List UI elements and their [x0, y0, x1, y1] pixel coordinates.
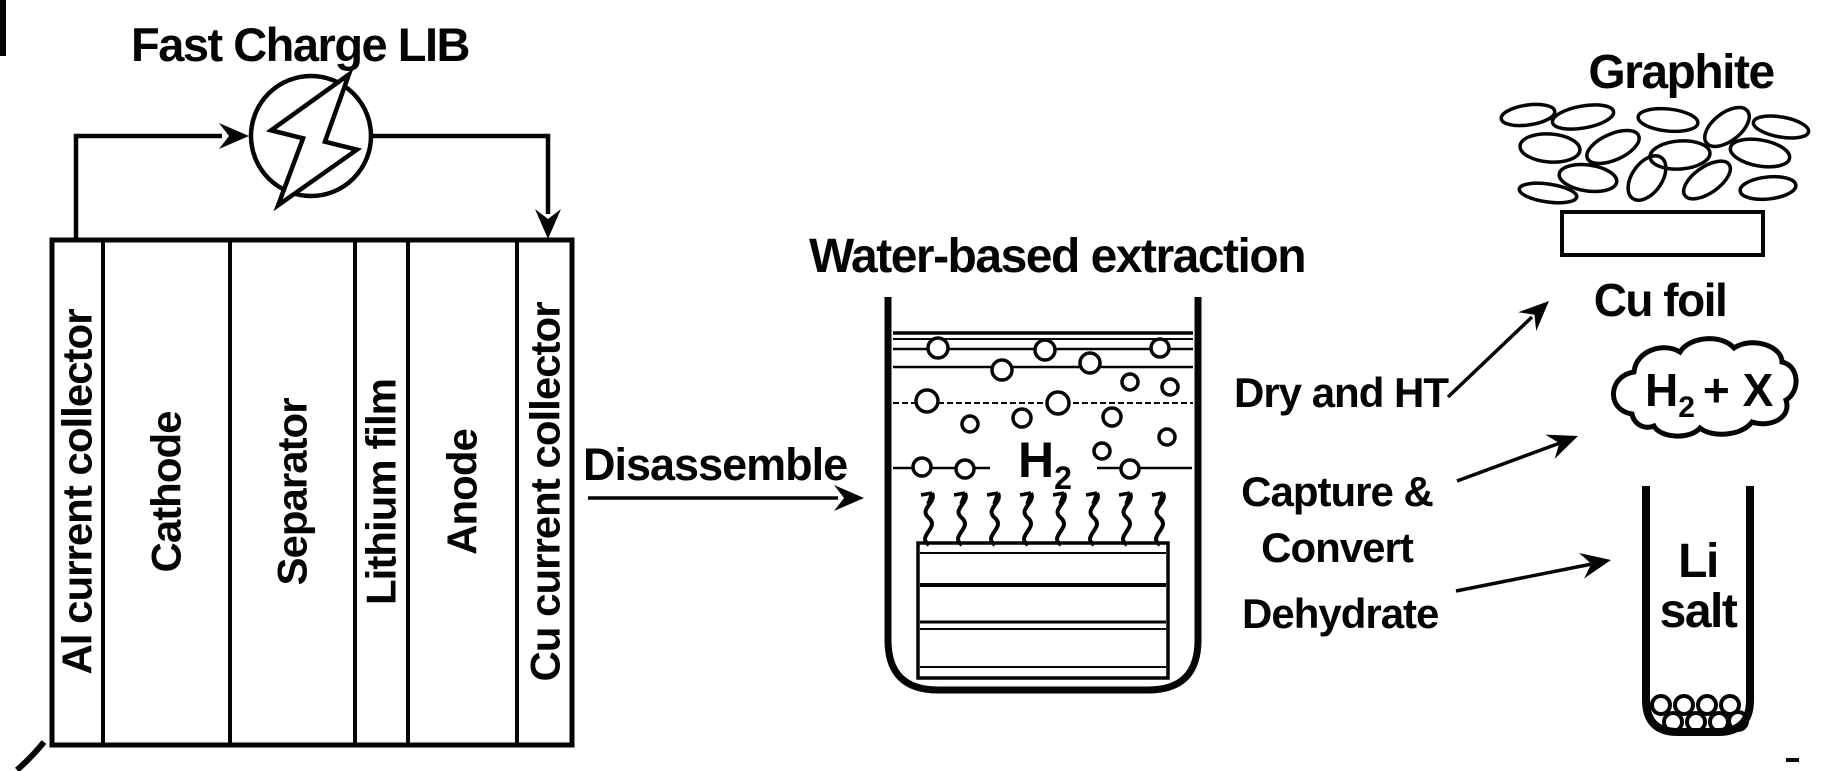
scan-edge-artifact [0, 0, 6, 56]
electrode-block [916, 541, 1170, 680]
h2x-formula: H2+ X [1645, 364, 1774, 424]
disassemble-step: Disassemble [583, 439, 864, 511]
capture-label: Capture & [1241, 468, 1433, 515]
circuit-wire-right [371, 133, 551, 214]
dehydrate-label: Dehydrate [1242, 590, 1438, 637]
arrowhead [219, 123, 249, 149]
charge-circuit [73, 68, 561, 240]
disassemble-label: Disassemble [583, 439, 847, 490]
dry-arrow-line [1446, 315, 1534, 399]
lightning-bolt-icon [265, 68, 363, 212]
h2-gas-label: H2 [1018, 432, 1072, 496]
layer-label-cu-collector: Cu current collector [522, 302, 569, 682]
salt-particles [1650, 694, 1749, 733]
dry-ht-label: Dry and HT [1234, 369, 1449, 416]
gas-squiggle-arrows [919, 491, 1166, 547]
page-crop-mark [15, 740, 47, 771]
layer-label-al-collector: Al current collector [54, 309, 101, 675]
battery-stack: Fast Charge LIB Al current collector Cat… [49, 18, 575, 748]
layer-label-cathode: Cathode [143, 412, 190, 573]
li-label: Li [1678, 535, 1718, 588]
arrowhead [1579, 547, 1614, 579]
graphite-flakes [1499, 102, 1811, 205]
capture-arrow-line [1456, 441, 1561, 483]
beaker-outline [884, 297, 1202, 694]
layer-label-separator: Separator [269, 398, 316, 586]
convert-label: Convert [1261, 524, 1414, 571]
graphite-label: Graphite [1588, 46, 1774, 99]
gas-cloud-output: H2+ X [1611, 336, 1799, 439]
route-labels: Dry and HT Capture & Convert Dehydrate [1234, 369, 1450, 637]
scan-dot-artifact [1786, 758, 1799, 762]
salt-label: salt [1660, 585, 1738, 638]
extraction-beaker: Water-based extraction H2 [809, 230, 1307, 694]
li-salt-output: Li salt [1642, 486, 1754, 736]
gas-bubbles [911, 336, 1180, 480]
dehydrate-arrow-line [1455, 562, 1593, 593]
battery-outline [49, 237, 575, 748]
cu-foil-label: Cu foil [1594, 274, 1727, 326]
battery-title: Fast Charge LIB [131, 18, 469, 71]
arrowhead [834, 485, 864, 511]
route-arrows [1446, 291, 1614, 593]
cloud-icon [1611, 336, 1799, 439]
layer-label-anode: Anode [439, 429, 486, 555]
layer-label-lithium-film: Lithium film [358, 379, 405, 605]
arrowhead [1545, 423, 1583, 459]
graphite-output: Graphite Cu foil [1499, 46, 1811, 326]
extraction-title: Water-based extraction [809, 230, 1305, 283]
circuit-wire-left [73, 133, 222, 240]
cu-foil-bar [1560, 210, 1765, 257]
